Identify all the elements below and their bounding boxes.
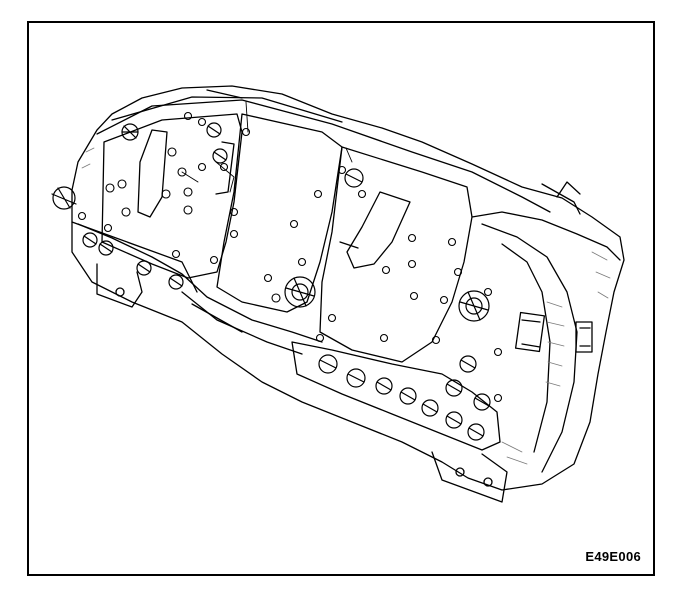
bulb-socket	[284, 276, 316, 308]
circuit-board-left	[101, 113, 243, 279]
figure-frame: E49E006	[27, 21, 655, 576]
lower-flange	[77, 223, 323, 343]
circuit-board-center	[216, 113, 343, 313]
right-hood	[471, 211, 621, 261]
instrument-cluster-rear-illustration	[51, 85, 625, 503]
bulb-socket	[98, 240, 114, 256]
bulb-socket	[467, 423, 485, 441]
right-clip-lower	[575, 321, 593, 353]
bulb-socket	[121, 123, 139, 141]
circuit-board-right	[319, 146, 473, 363]
bulb-socket	[346, 368, 366, 388]
bulb-socket	[421, 399, 439, 417]
back-panel-edge	[96, 99, 551, 213]
slot-right	[346, 191, 411, 269]
bulb-socket	[344, 168, 364, 188]
post-holes	[77, 111, 503, 403]
bottom-mount-tab	[431, 451, 508, 503]
slot-left	[137, 129, 168, 218]
bulb-socket	[212, 148, 228, 164]
bulb-socket	[82, 232, 98, 248]
hatching	[81, 147, 611, 465]
bulb-socket	[375, 377, 393, 395]
bulb-socket	[318, 354, 338, 374]
bulb-sockets	[51, 122, 491, 441]
circuit-traces	[181, 101, 353, 193]
lower-connector-strip	[291, 341, 501, 451]
bulb-socket	[445, 379, 463, 397]
bulb-socket	[206, 122, 222, 138]
bulb-socket	[399, 387, 417, 405]
bulb-socket	[459, 355, 477, 373]
slot-center	[215, 141, 235, 195]
bulb-socket	[51, 186, 77, 210]
cluster-housing-outline	[71, 85, 625, 491]
bulb-socket	[445, 411, 463, 429]
bulb-socket	[168, 274, 184, 290]
figure-code-label: E49E006	[585, 549, 641, 564]
bulb-socket	[136, 260, 152, 276]
right-clip-upper	[514, 311, 546, 353]
bulb-socket	[473, 393, 491, 411]
bulb-socket	[458, 290, 490, 322]
left-mount-tab	[96, 263, 143, 308]
